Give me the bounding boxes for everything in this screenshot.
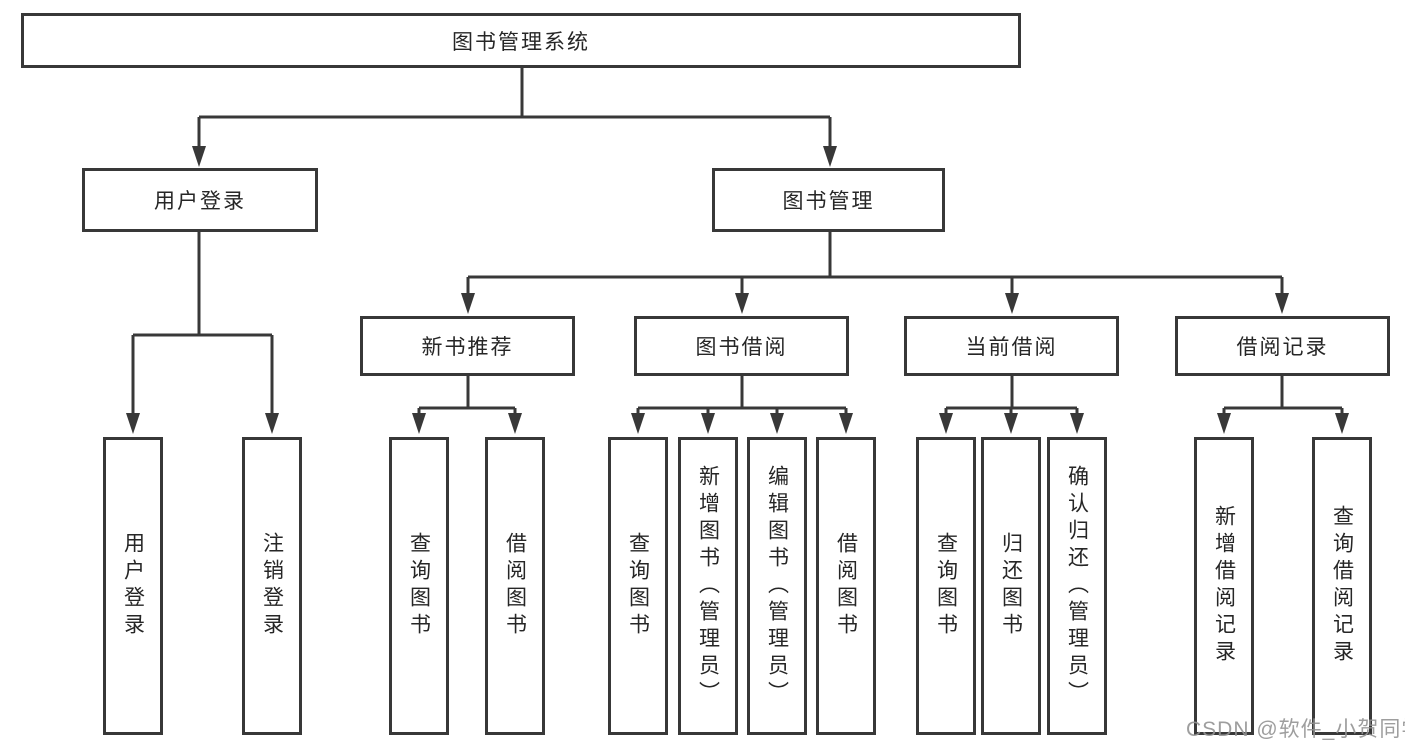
leaf-add-books-admin: 新增图书（管理员） xyxy=(678,437,738,735)
node-book-borrow: 图书借阅 xyxy=(634,316,849,376)
node-user-login: 用户登录 xyxy=(82,168,318,232)
arrowheads xyxy=(126,146,1349,434)
node-book-management: 图书管理 xyxy=(712,168,945,232)
leaf-return-books: 归还图书 xyxy=(981,437,1041,735)
leaf-logout: 注销登录 xyxy=(242,437,302,735)
csdn-watermark: CSDN @软件_小贺同学 xyxy=(1186,718,1405,741)
leaf-edit-books-admin: 编辑图书（管理员） xyxy=(747,437,807,735)
node-new-book-recommend: 新书推荐 xyxy=(360,316,575,376)
leaf-user-login: 用户登录 xyxy=(103,437,163,735)
node-library-system-root: 图书管理系统 xyxy=(21,13,1021,68)
leaf-query-books-borrow: 查询图书 xyxy=(608,437,668,735)
leaf-borrow-books-recommend: 借阅图书 xyxy=(485,437,545,735)
leaf-confirm-return-admin: 确认归还（管理员） xyxy=(1047,437,1107,735)
leaf-query-borrow-record: 查询借阅记录 xyxy=(1312,437,1372,735)
node-current-borrow: 当前借阅 xyxy=(904,316,1119,376)
leaf-borrow-books: 借阅图书 xyxy=(816,437,876,735)
leaf-query-books-current: 查询图书 xyxy=(916,437,976,735)
leaf-query-books-recommend: 查询图书 xyxy=(389,437,449,735)
node-borrow-records: 借阅记录 xyxy=(1175,316,1390,376)
leaf-add-borrow-record: 新增借阅记录 xyxy=(1194,437,1254,735)
